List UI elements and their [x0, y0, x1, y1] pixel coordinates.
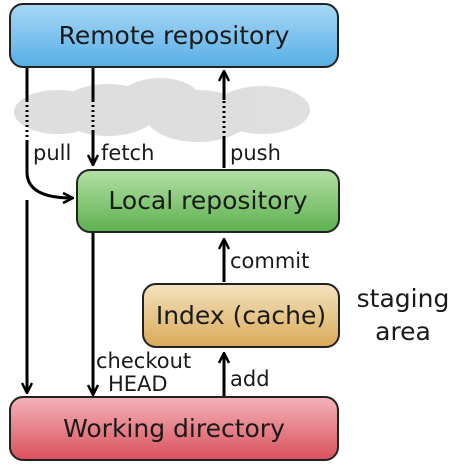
- fetch-label: fetch: [101, 141, 154, 165]
- index-label: Index (cache): [156, 301, 326, 330]
- commit-label: commit: [230, 249, 309, 273]
- push-label: push: [230, 141, 281, 165]
- staging-area-label-line2: area: [375, 317, 431, 346]
- head-label: HEAD: [108, 372, 168, 396]
- working-directory-label: Working directory: [63, 414, 285, 443]
- pull-label: pull: [33, 141, 71, 165]
- checkout-label: checkout: [96, 349, 191, 373]
- index-node: Index (cache): [142, 283, 340, 348]
- remote-repository-node: Remote repository: [9, 3, 339, 68]
- local-repository-node: Local repository: [76, 169, 340, 233]
- pull-arrow: [25, 68, 72, 198]
- add-label: add: [230, 367, 270, 391]
- local-repository-label: Local repository: [108, 186, 307, 215]
- working-directory-node: Working directory: [9, 396, 339, 461]
- remote-repository-label: Remote repository: [59, 21, 290, 50]
- staging-area-label-line1: staging: [357, 284, 450, 313]
- cloud-icon: [14, 78, 310, 142]
